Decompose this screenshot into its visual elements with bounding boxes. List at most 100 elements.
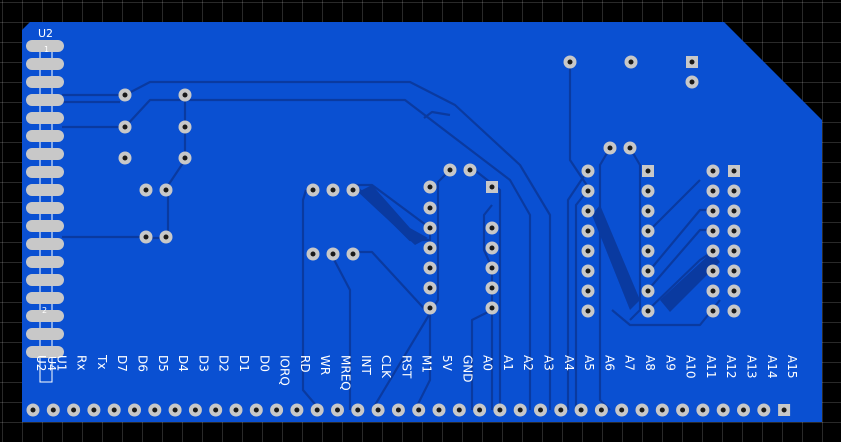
header-pin-hole (132, 407, 137, 413)
pad-hole (645, 188, 651, 194)
connector-finger[interactable] (26, 202, 64, 214)
pad-hole (467, 167, 473, 173)
header-pin-hole (436, 407, 442, 413)
pad-hole (585, 288, 591, 294)
header-pin-hole (30, 407, 36, 413)
pad-hole (427, 245, 433, 251)
pad-hole (710, 288, 716, 294)
trace-10 (329, 251, 352, 410)
pad-hole (427, 205, 433, 211)
pad-hole (585, 168, 591, 174)
connector-finger[interactable] (26, 76, 64, 88)
connector-finger[interactable] (26, 220, 64, 232)
connector-finger[interactable] (26, 40, 64, 52)
pad-hole (567, 59, 573, 65)
header-pin-hole (517, 407, 523, 413)
connector-finger[interactable] (26, 292, 64, 304)
pin-label: D7 (115, 355, 129, 372)
header-pin-hole (700, 407, 706, 413)
pad-hole (585, 188, 591, 194)
header-pin-hole (720, 407, 726, 413)
copper-fill-c (592, 205, 640, 310)
pin-label: WR (318, 355, 332, 375)
pad-hole (310, 251, 316, 257)
pad-hole (731, 268, 737, 274)
header-pin-hole (213, 407, 219, 413)
pad-hole (627, 145, 633, 151)
header-pin-hole (416, 407, 422, 413)
header-pin-hole (659, 407, 665, 413)
header-pin-hole (274, 407, 280, 413)
pad-hole (645, 228, 651, 234)
trace-9 (301, 189, 321, 411)
connector-finger[interactable] (26, 112, 64, 124)
pad-hole (585, 248, 591, 254)
trace-14 (471, 167, 502, 410)
pad-hole (143, 234, 149, 240)
pin-label: D5 (156, 355, 170, 372)
connector-finger[interactable] (26, 166, 64, 178)
pin-label: D6 (136, 355, 150, 372)
connector-finger[interactable] (26, 256, 64, 268)
pin-label: A9 (663, 355, 677, 371)
connector-finger[interactable] (26, 94, 64, 106)
header-pin-hole (253, 407, 259, 413)
connector-finger[interactable] (26, 238, 64, 250)
left-edge-connector[interactable] (26, 40, 64, 383)
pin-label: RST (399, 355, 413, 379)
pin-label: RD (298, 355, 312, 373)
header-pin-hole (294, 407, 300, 413)
pad-hole (645, 288, 651, 294)
pad-hole (489, 285, 495, 291)
designator-u2: U2 (38, 27, 53, 40)
pad-hole (710, 268, 716, 274)
pad-hole (710, 168, 716, 174)
pad-hole (731, 288, 737, 294)
trace-18 (566, 169, 589, 410)
pad-hole (489, 305, 495, 311)
pad-hole (489, 184, 495, 190)
pad-hole (710, 248, 716, 254)
pad-hole (689, 79, 695, 85)
pad-hole (710, 228, 716, 234)
pin-label: Rx (75, 355, 89, 370)
pin-label: GND (460, 355, 474, 383)
copper-fill-b (660, 252, 720, 312)
header-pin-hole (91, 407, 97, 413)
header-pin-hole (619, 407, 625, 413)
pin-label: CLK (379, 355, 393, 379)
header-pin-hole (375, 407, 381, 413)
connector-finger[interactable] (26, 58, 64, 70)
header-pin-hole (233, 407, 239, 413)
connector-finger[interactable] (26, 148, 64, 160)
pin-label: M1 (420, 355, 434, 373)
pad-hole (645, 308, 651, 314)
silkscreen-layer: U2 1 2 U4 (38, 27, 58, 371)
pad-hole (447, 167, 453, 173)
header-pin-hole (71, 407, 77, 413)
pad-hole (163, 234, 169, 240)
pin-label: Tx (95, 354, 109, 369)
pin-label: A12 (724, 355, 738, 378)
component-pads[interactable] (118, 55, 741, 318)
pad-hole (350, 187, 356, 193)
connector-finger[interactable] (26, 346, 64, 358)
connector-finger[interactable] (26, 328, 64, 340)
trace-5 (124, 98, 532, 410)
pin-label: A7 (623, 355, 637, 371)
header-pin-hole (172, 407, 178, 413)
connector-finger[interactable] (26, 130, 64, 142)
bottom-header-pins[interactable] (26, 403, 791, 417)
connector-finger[interactable] (26, 310, 64, 322)
header-pin-hole (477, 407, 483, 413)
pad-hole (330, 251, 336, 257)
pad-hole (182, 155, 188, 161)
pad-hole (731, 308, 737, 314)
pad-hole (628, 59, 634, 65)
header-pin-hole (680, 407, 686, 413)
connector-finger[interactable] (26, 274, 64, 286)
connector-finger[interactable] (26, 184, 64, 196)
pad-hole (182, 124, 188, 130)
pad-hole (645, 268, 651, 274)
